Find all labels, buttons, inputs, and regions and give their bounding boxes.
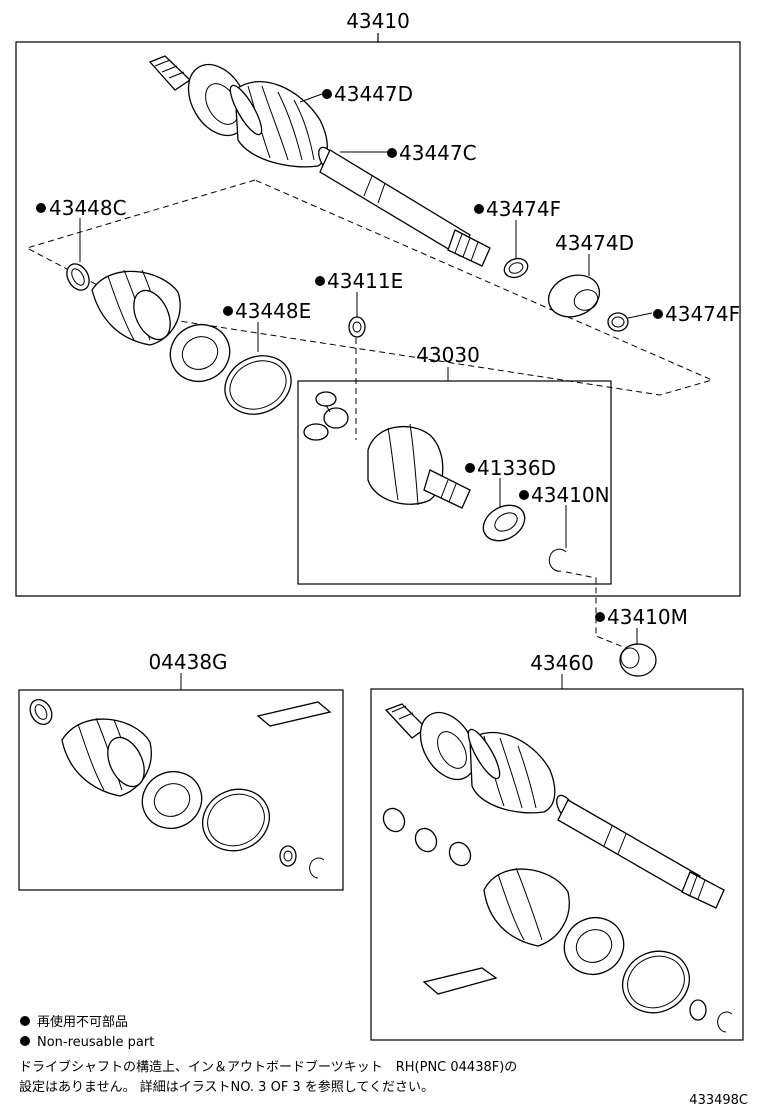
inboard-joint-housing-drawing — [367, 423, 471, 509]
legend: 再使用不可部品 Non-reusable part ドライブシャフトの構造上、イ… — [19, 1014, 517, 1095]
non-reusable-markers — [36, 89, 663, 622]
oil-seal-41336D-drawing — [482, 504, 526, 542]
snap-ring-43410N-drawing — [548, 548, 567, 572]
boot-clamp-43448C-drawing — [66, 263, 90, 291]
assembly-43410-frame — [15, 33, 741, 597]
label-43448E: 43448E — [235, 299, 311, 323]
marker-dot — [36, 203, 46, 213]
drive-shaft-drawing — [148, 55, 491, 267]
label-43447C: 43447C — [399, 141, 477, 165]
marker-dot — [595, 612, 605, 622]
label-43030: 43030 — [416, 343, 480, 367]
marker-dot — [223, 306, 233, 316]
legend-jp-non-reusable: 再使用不可部品 — [37, 1014, 128, 1030]
kit-04438G-drawing — [29, 699, 332, 879]
inboard-43030-frame — [297, 367, 612, 585]
marker-dot — [315, 276, 325, 286]
assembly-43460-frame — [370, 674, 744, 1041]
marker-dot — [474, 204, 484, 214]
boot-retainer-43448E-drawing — [169, 323, 292, 415]
marker-dot — [387, 148, 397, 158]
inboard-boot-drawing — [91, 269, 181, 346]
legend-note-line1: ドライブシャフトの構造上、イン＆アウトボードブーツキット RH(PNC 0443… — [19, 1059, 517, 1075]
kit-04438G-frame — [18, 673, 344, 891]
deflector-dash-line — [565, 571, 627, 649]
label-43474D: 43474D — [555, 231, 634, 255]
label-43474F: 43474F — [486, 197, 561, 221]
sub-assembly-dashed-outline — [25, 179, 714, 396]
dust-deflector-43410M-drawing — [619, 643, 657, 677]
marker-dot — [519, 490, 529, 500]
snap-ring-43411E-drawing — [348, 316, 366, 338]
legend-en-non-reusable: Non-reusable part — [37, 1035, 154, 1050]
label-43460: 43460 — [530, 651, 594, 675]
label-41336D: 41336D — [477, 456, 556, 480]
marker-dot — [653, 309, 663, 319]
label-43474F-second: 43474F — [665, 302, 740, 326]
marker-dot — [322, 89, 332, 99]
leader-lines — [79, 93, 653, 645]
damper-43474D-drawing — [547, 274, 601, 318]
label-04438G: 04438G — [148, 650, 227, 674]
label-43447D: 43447D — [334, 82, 413, 106]
label-43410: 43410 — [346, 9, 410, 33]
assembly-43460-drawing — [382, 703, 733, 1033]
marker-dot — [465, 463, 475, 473]
label-43448C: 43448C — [49, 196, 127, 220]
tripod-joint-drawing — [303, 391, 349, 441]
label-43411E: 43411E — [327, 269, 403, 293]
clamp-43474F-drawing — [503, 257, 529, 279]
legend-note-line2: 設定はありません。 詳細はイラストNO. 3 OF 3 を参照してください。 — [19, 1079, 434, 1095]
figure-code: 433498C — [689, 1093, 748, 1108]
legend-marker-dot — [20, 1036, 30, 1046]
label-43410M: 43410M — [607, 605, 688, 629]
label-43410N: 43410N — [531, 483, 610, 507]
legend-marker-dot — [20, 1016, 30, 1026]
clamp-43474F-second-drawing — [607, 312, 629, 332]
